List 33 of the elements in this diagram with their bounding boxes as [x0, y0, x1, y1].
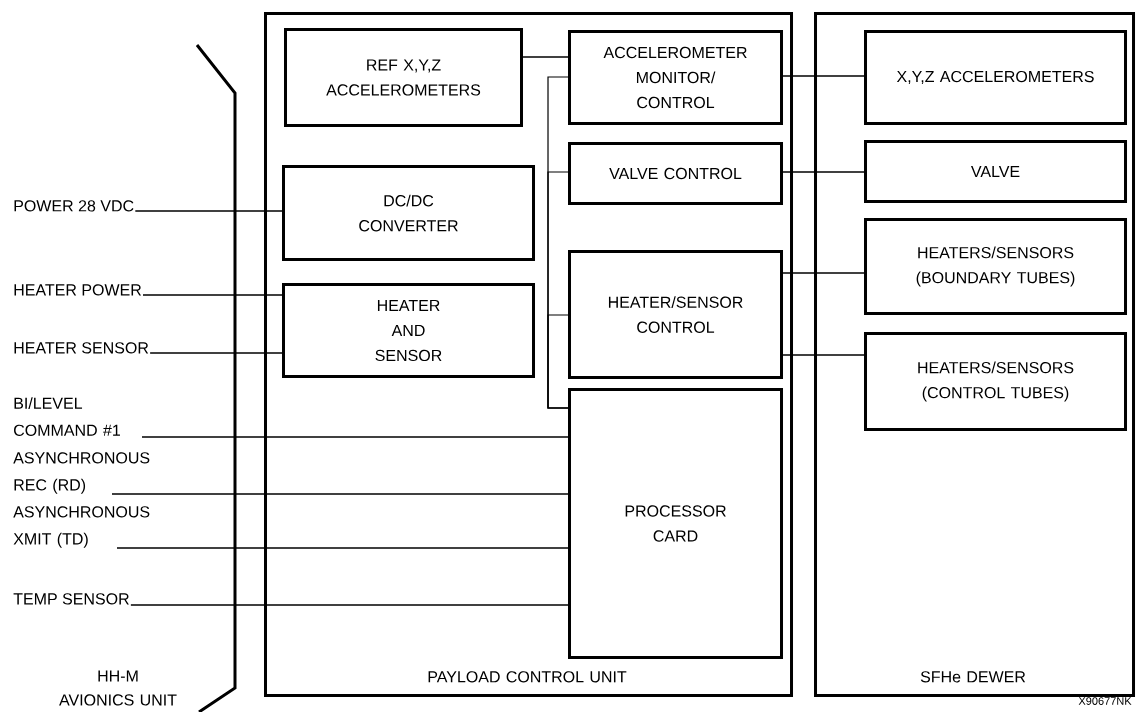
signal-label: HEATER SENSOR — [14, 342, 149, 354]
unit-label: HH-M AVIONICS UNIT — [59, 670, 177, 706]
connector-line — [142, 294, 283, 296]
connector-line — [116, 547, 569, 549]
signal-label: ASYNCHRONOUS XMIT (TD) — [13, 506, 150, 548]
block-box: VALVE CONTROL — [568, 142, 783, 205]
signal-label: POWER 28 VDC — [14, 200, 134, 212]
block-box: HEATER/SENSOR CONTROL — [568, 250, 783, 379]
block-box: REF X,Y,Z ACCELEROMETERS — [284, 28, 523, 127]
block-box: HEATERS/SENSORS (CONTROL TUBES) — [864, 332, 1127, 431]
block-box: PROCESSOR CARD — [568, 388, 783, 659]
signal-label: HEATER POWER — [14, 284, 142, 296]
block-box: HEATERS/SENSORS (BOUNDARY TUBES) — [864, 218, 1127, 315]
connector-line — [111, 493, 569, 495]
drawing-number: X90677NK — [1078, 697, 1132, 705]
connector-line — [782, 354, 865, 356]
signal-label: ASYNCHRONOUS REC (RD) — [13, 452, 150, 494]
connector-line — [141, 436, 569, 438]
connector-line — [782, 171, 865, 173]
connector-line — [130, 604, 569, 606]
connector-line — [134, 210, 283, 212]
signal-label: TEMP SENSOR — [13, 593, 129, 605]
connector-line — [782, 75, 865, 77]
block-box: DC/DC CONVERTER — [282, 165, 535, 261]
connector-line — [522, 56, 569, 58]
connector-line — [149, 352, 283, 354]
block-box: ACCELEROMETER MONITOR/ CONTROL — [568, 30, 783, 125]
block-box: HEATER AND SENSOR — [282, 283, 535, 378]
block-box: VALVE — [864, 140, 1127, 203]
block-box: X,Y,Z ACCELEROMETERS — [864, 30, 1127, 125]
signal-label: BI/LEVEL COMMAND #1 — [14, 397, 120, 436]
connector-line — [782, 272, 865, 274]
connector-line — [547, 314, 569, 409]
